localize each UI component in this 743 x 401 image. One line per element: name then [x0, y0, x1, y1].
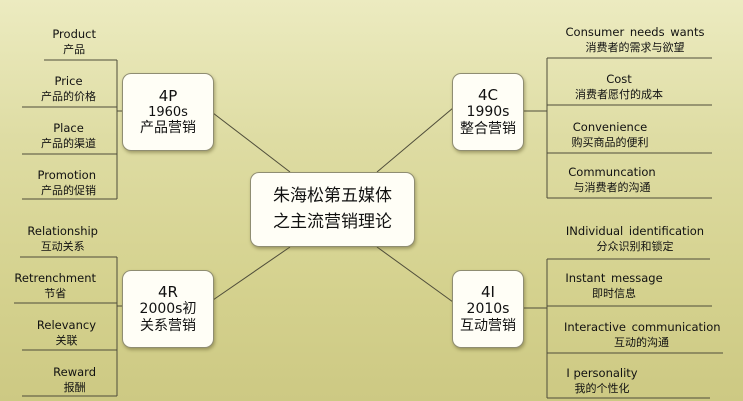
leaf-en: Place [53, 121, 84, 135]
leaf-4c-convenience: Convenience 购买商品的便利 [560, 120, 660, 150]
hub-4i-era: 2010s [466, 301, 510, 318]
leaf-en: Communcation [568, 165, 656, 179]
leaf-en: Consumer needs wants [565, 25, 705, 39]
leaf-4i-interactive: Interactive communication 互动的沟通 [564, 320, 721, 350]
bracket-4r [116, 257, 122, 396]
hub-4c: 4C 1990s 整合营销 [452, 73, 524, 151]
leaf-zh: 产品 [63, 42, 86, 56]
leaf-en: Product [52, 27, 96, 41]
leaf-4c-communcation: Communcation 与消费者的沟通 [562, 165, 662, 195]
leaf-en: Promotion [37, 168, 96, 182]
leaf-zh: 即时信息 [592, 286, 636, 300]
bracket-4p [116, 60, 122, 199]
leaf-zh: 互动的沟通 [614, 335, 669, 349]
leaf-4i-personality: I personality 我的个性化 [564, 366, 640, 396]
leaf-en: Cost [606, 72, 632, 86]
hub-4p-code: 4P [158, 86, 178, 105]
leaf-zh: 节省 [44, 286, 67, 300]
hub-4i-code: 4I [481, 283, 495, 302]
hub-4c-name: 整合营销 [460, 121, 516, 137]
leaf-4p-product: Product 产品 [52, 27, 96, 57]
leaf-en: Instant message [565, 271, 663, 285]
leaf-zh: 互动关系 [40, 239, 85, 253]
leaf-zh: 购买商品的便利 [571, 135, 649, 149]
leaf-4p-promotion: Promotion 产品的促销 [37, 168, 96, 198]
leaf-4i-individual: INdividual identification 分众识别和锁定 [564, 224, 706, 254]
leaf-en: Interactive communication [564, 320, 721, 334]
leaf-zh: 与消费者的沟通 [573, 180, 651, 194]
leaf-4p-place: Place 产品的渠道 [41, 121, 96, 151]
leaf-en: I personality [566, 366, 638, 380]
leaf-4c-consumer: Consumer needs wants 消费者的需求与欲望 [560, 25, 710, 55]
leaf-zh: 产品的渠道 [41, 136, 96, 150]
hub-4c-code: 4C [477, 86, 499, 105]
leaf-en: INdividual identification [565, 224, 705, 238]
bracket-4c [523, 58, 548, 198]
hub-4p-name: 产品营销 [140, 120, 196, 137]
leaf-zh: 关联 [55, 333, 78, 347]
center-title-line2: 之主流营销理论 [273, 211, 392, 232]
leaf-4p-price: Price 产品的价格 [41, 74, 96, 104]
leaf-en: Reward [53, 365, 96, 379]
hub-4r-name: 关系营销 [140, 318, 196, 334]
bracket-4i [523, 259, 548, 398]
leaf-zh: 我的个性化 [574, 381, 630, 395]
hub-4r: 4R 2000s初 关系营销 [122, 270, 214, 348]
leaf-zh: 消费者愿付的成本 [575, 87, 663, 101]
hub-4p-era: 1960s [148, 104, 188, 120]
hub-4r-era: 2000s初 [139, 301, 197, 318]
leaf-zh: 产品的促销 [41, 183, 96, 197]
leaf-en: Price [54, 74, 83, 88]
leaf-en: Convenience [572, 120, 648, 134]
leaf-zh: 消费者的需求与欲望 [585, 40, 685, 54]
leaf-4r-relationship: Relationship 互动关系 [27, 224, 98, 254]
hub-4p: 4P 1960s 产品营销 [122, 73, 214, 151]
leaf-4r-reward: Reward 报酬 [53, 365, 96, 395]
hub-4r-code: 4R [158, 283, 178, 302]
leaf-4r-retrenchment: Retrenchment 节省 [14, 271, 96, 301]
leaf-4i-instant: Instant message 即时信息 [564, 271, 664, 301]
connector-center-4r [212, 246, 291, 301]
leaf-en: Relevancy [36, 318, 96, 332]
leaf-en: Retrenchment [14, 271, 96, 285]
leaf-zh: 产品的价格 [41, 89, 96, 103]
hub-4i: 4I 2010s 互动营销 [452, 270, 524, 348]
leaf-zh: 分众识别和锁定 [596, 239, 674, 253]
leaf-zh: 报酬 [63, 380, 86, 394]
leaf-4c-cost: Cost 消费者愿付的成本 [560, 72, 678, 102]
connector-center-4c [376, 107, 454, 173]
leaf-en: Relationship [27, 224, 98, 238]
connector-center-4p [212, 112, 291, 173]
center-topic: 朱海松第五媒体 之主流营销理论 [250, 172, 415, 247]
connector-center-4i [376, 246, 454, 303]
leaf-4r-relevancy: Relevancy 关联 [37, 318, 96, 348]
hub-4c-era: 1990s [466, 104, 510, 121]
center-title-line1: 朱海松第五媒体 [273, 186, 392, 206]
hub-4i-name: 互动营销 [460, 318, 516, 334]
